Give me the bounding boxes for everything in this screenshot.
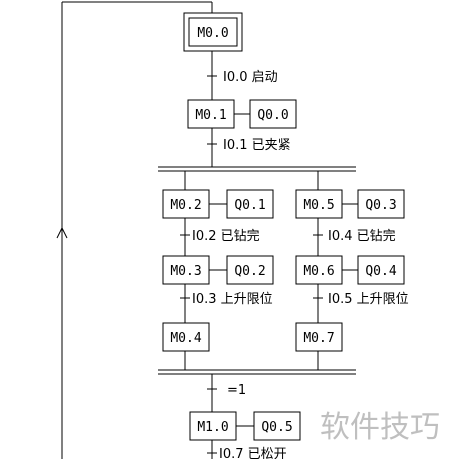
step-m06-box bbox=[295, 255, 343, 285]
action-q04-label: Q0.4 bbox=[365, 264, 396, 279]
transition-t05-label: I0.5 上升限位 bbox=[328, 292, 409, 307]
step-m00-label: M0.0 bbox=[197, 26, 228, 41]
step-m07-label: M0.7 bbox=[303, 331, 334, 346]
step-m03-label: M0.3 bbox=[170, 264, 201, 279]
transition-t02-label: I0.2 已钻完 bbox=[192, 229, 260, 244]
action-q01-label: Q0.1 bbox=[234, 198, 265, 213]
step-m03: M0.3 Q0.2 bbox=[162, 255, 274, 285]
step-m07: M0.7 bbox=[295, 322, 343, 352]
action-q00-box bbox=[249, 99, 297, 129]
transition-t04-label: I0.4 已钻完 bbox=[328, 229, 396, 244]
parallel-split bbox=[158, 166, 356, 172]
step-m06-label: M0.6 bbox=[303, 264, 334, 279]
step-m01-label: M0.1 bbox=[195, 108, 226, 123]
return-loop bbox=[56, 1, 213, 459]
transition-t00-label: I0.0 启动 bbox=[223, 70, 278, 85]
watermark-text: 软件技巧 bbox=[320, 410, 440, 445]
transition-t01-label: I0.1 已夹紧 bbox=[223, 138, 291, 153]
transition-merge-label: =1 bbox=[227, 383, 246, 398]
action-q05-box bbox=[253, 411, 301, 441]
action-q04-box bbox=[357, 255, 405, 285]
step-m10: M1.0 Q0.5 bbox=[189, 411, 301, 441]
step-m02-label: M0.2 bbox=[170, 198, 201, 213]
return-arrow-icon bbox=[56, 226, 68, 239]
step-m07-box bbox=[295, 322, 343, 352]
step-m02-box bbox=[162, 189, 210, 219]
step-m04-label: M0.4 bbox=[170, 331, 201, 346]
step-m00: M0.0 bbox=[183, 12, 243, 52]
action-q01-box bbox=[226, 189, 274, 219]
action-q03-box bbox=[357, 189, 405, 219]
action-q03-label: Q0.3 bbox=[365, 198, 396, 213]
transition-t03-label: I0.3 上升限位 bbox=[192, 292, 273, 307]
step-m00-inner bbox=[188, 17, 238, 47]
step-m10-label: M1.0 bbox=[197, 420, 228, 435]
step-m01: M0.1 Q0.0 bbox=[187, 99, 297, 129]
step-m10-box bbox=[189, 411, 237, 441]
step-m05: M0.5 Q0.3 bbox=[295, 189, 405, 219]
action-q05-label: Q0.5 bbox=[261, 420, 292, 435]
action-q02-label: Q0.2 bbox=[234, 264, 265, 279]
step-m06: M0.6 Q0.4 bbox=[295, 255, 405, 285]
transition-t07-label: I0.7 已松开 bbox=[219, 447, 287, 459]
parallel-merge bbox=[158, 369, 356, 375]
step-m03-box bbox=[162, 255, 210, 285]
step-m04: M0.4 bbox=[162, 322, 210, 352]
step-m02: M0.2 Q0.1 bbox=[162, 189, 274, 219]
action-q02-box bbox=[226, 255, 274, 285]
action-q00-label: Q0.0 bbox=[257, 108, 288, 123]
step-m05-label: M0.5 bbox=[303, 198, 334, 213]
step-m05-box bbox=[295, 189, 343, 219]
step-m04-box bbox=[162, 322, 210, 352]
